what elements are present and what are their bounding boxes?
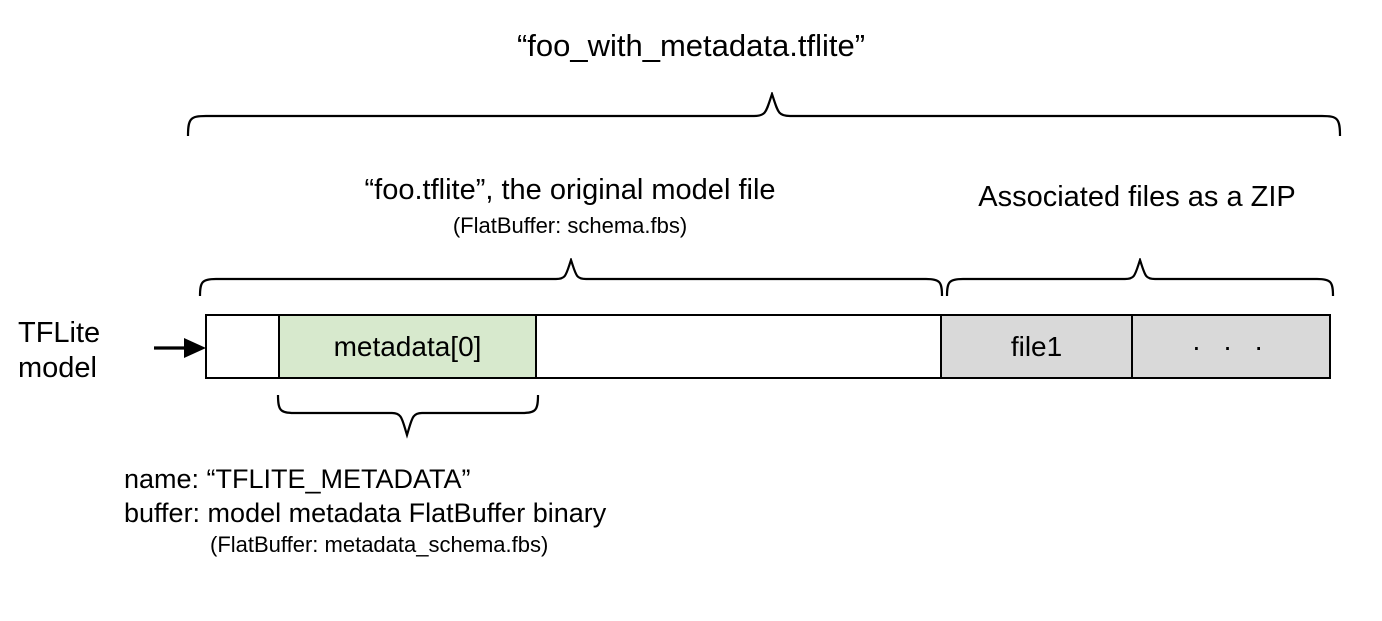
model-file-subheading: (FlatBuffer: schema.fbs): [452, 213, 688, 238]
source-label: TFLite model: [18, 316, 150, 386]
section-label-model-file: “foo.tflite”, the original model file (F…: [206, 172, 934, 241]
metadata-note-line3: (FlatBuffer: metadata_schema.fbs): [210, 532, 549, 557]
metadata-note-line1: name: “TFLITE_METADATA”: [124, 464, 471, 494]
brace-full-file: [186, 92, 1342, 137]
brace-associated-files: [945, 258, 1335, 297]
bar-segment-empty-body: [537, 316, 940, 377]
bar-segment-empty-head: [207, 316, 278, 377]
bar-segment-more-files-label: · · ·: [1191, 330, 1271, 362]
section-label-zip: Associated files as a ZIP: [978, 181, 1296, 213]
bar-segment-metadata: metadata[0]: [278, 316, 537, 377]
arrow-icon: [154, 338, 206, 358]
bar-segment-more-files: · · ·: [1133, 316, 1329, 377]
bar-segment-file1-label: file1: [1010, 330, 1063, 362]
model-file-heading: “foo.tflite”, the original model file: [364, 174, 776, 206]
brace-original-model: [198, 258, 944, 297]
tflite-model-bar: metadata[0] file1 · · ·: [205, 314, 1331, 379]
source-label-line2: model: [18, 352, 97, 384]
page-title: “foo_with_metadata.tflite”: [516, 28, 866, 63]
metadata-note-line2: buffer: model metadata FlatBuffer binary: [124, 498, 607, 528]
metadata-note: name: “TFLITE_METADATA” buffer: model me…: [124, 462, 884, 560]
source-label-line1: TFLite: [18, 317, 101, 349]
bar-segment-metadata-label: metadata[0]: [333, 330, 482, 362]
bar-segment-file1: file1: [940, 316, 1133, 377]
brace-metadata-detail: [276, 394, 540, 439]
